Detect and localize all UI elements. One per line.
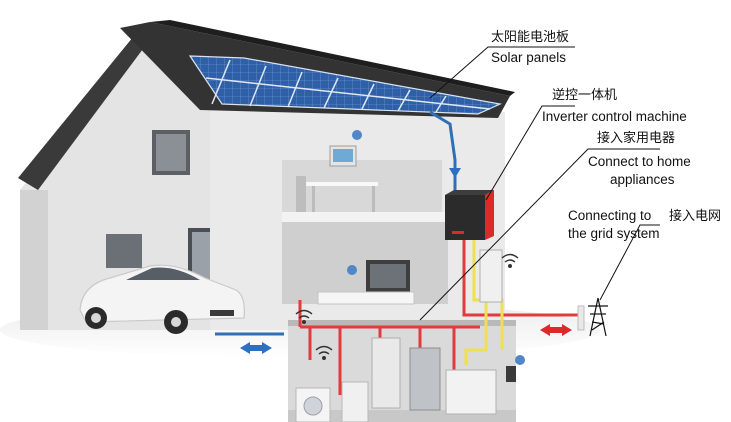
flow-arrow-icon — [540, 324, 572, 336]
monitor-icon — [329, 145, 357, 167]
wifi-icon — [295, 253, 519, 361]
inverter-icon — [445, 190, 494, 240]
home-appliances-label-zh: 接入家用电器 — [597, 131, 676, 146]
home-appliances-label-en-line1: Connect to home — [588, 154, 691, 169]
grid-label-en-line2: the grid system — [568, 226, 660, 241]
solar-panels-label-en: Solar panels — [491, 50, 567, 65]
car-icon — [79, 264, 245, 334]
appliances — [295, 249, 516, 422]
flow-arrow-icon — [240, 342, 272, 354]
grid-label-en-line1: Connecting to — [568, 208, 652, 223]
flow-arrow-icon — [449, 168, 461, 178]
leader-lines — [419, 46, 660, 321]
living-room — [317, 260, 415, 305]
main-roof-ridge — [150, 20, 515, 96]
transmission-tower-icon — [588, 297, 608, 337]
inverter-label-zh: 逆控一体机 — [552, 88, 618, 103]
inverter-label-en: Inverter control machine — [542, 109, 687, 124]
globe-icon — [347, 130, 525, 365]
main-house — [210, 92, 505, 330]
home-appliances-label-en-line2: appliances — [610, 172, 675, 187]
grid-meter — [577, 305, 585, 331]
solar-panel-icon — [188, 55, 503, 115]
grid-label-zh: 接入电网 — [669, 209, 722, 224]
solar-panels-label-zh: 太阳能电池板 — [491, 30, 570, 45]
left-roof-edge — [18, 26, 160, 190]
ac-wire — [298, 240, 578, 395]
